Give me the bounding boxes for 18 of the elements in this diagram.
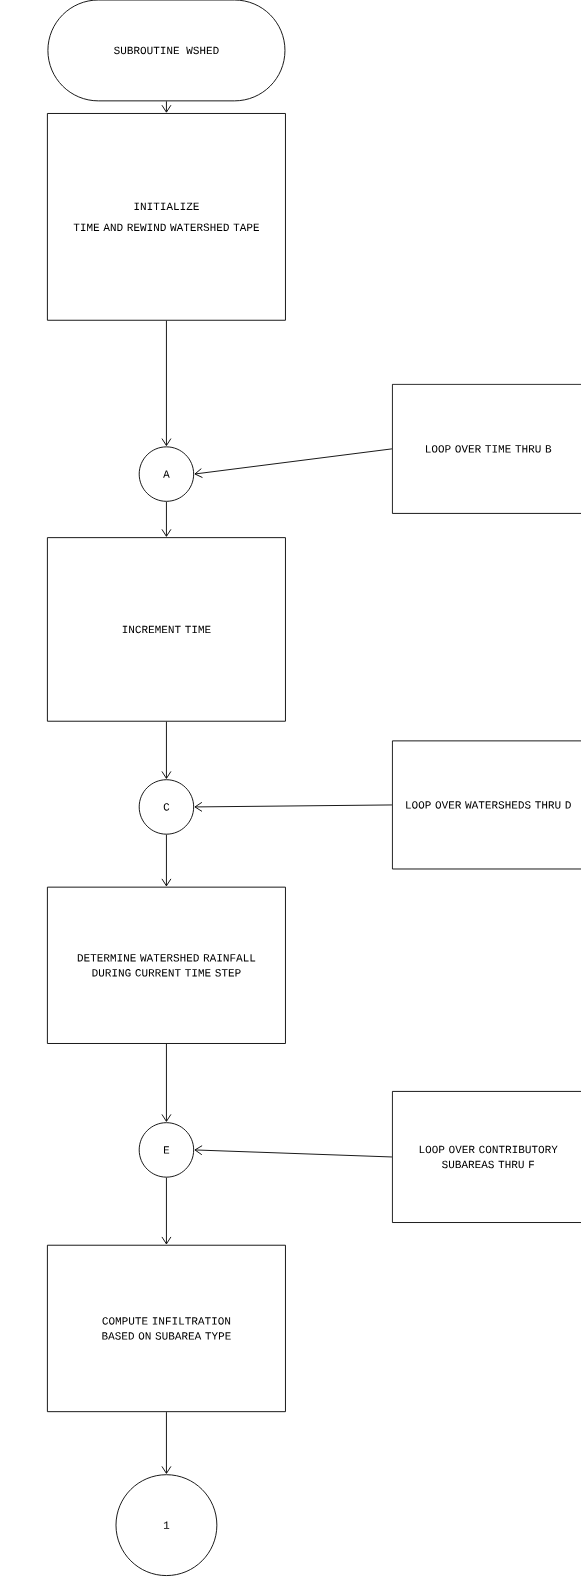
- arrow: [161, 721, 172, 779]
- arrow: [194, 801, 393, 812]
- arrow: [161, 501, 172, 537]
- arrow: [161, 1177, 172, 1245]
- process-box: LOOP OVER TIME THRU B: [391, 383, 581, 514]
- process-box: INITIALIZE TIME AND REWIND WATERSHED TAPE: [46, 113, 286, 321]
- arrow: [161, 1411, 172, 1474]
- process-box: COMPUTE INFILTRATION BASED ON SUBAREA TYPE: [46, 1244, 286, 1413]
- arrow: [161, 834, 172, 887]
- arrow: [194, 448, 393, 478]
- process-box: LOOP OVER WATERSHEDS THRU D: [391, 740, 581, 870]
- process-box: LOOP OVER CONTRIBUTORY SUBAREAS THRU F: [391, 1090, 581, 1223]
- process-box: INCREMENT TIME: [46, 537, 286, 722]
- arrow: [161, 1043, 172, 1122]
- arrow: [194, 1145, 393, 1158]
- arrow: [161, 100, 172, 113]
- process-box: DETERMINE WATERSHED RAINFALL DURING CURRENT TIME STEP: [46, 886, 286, 1044]
- arrow: [161, 320, 172, 446]
